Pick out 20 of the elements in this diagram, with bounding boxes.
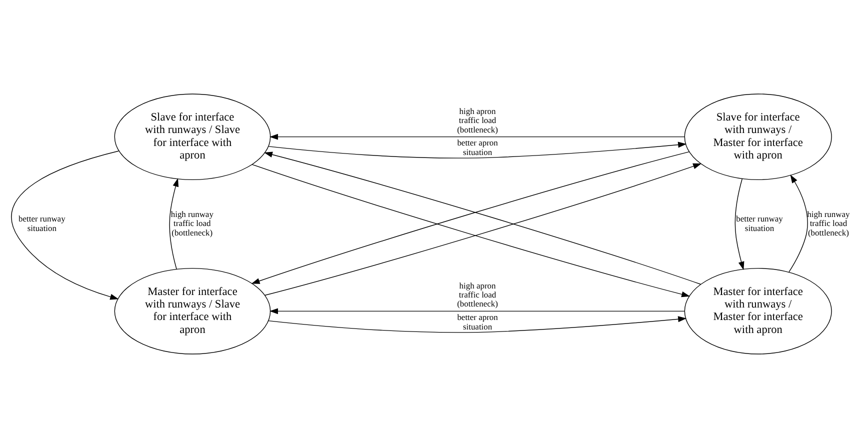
arrow xyxy=(734,178,744,270)
arrow xyxy=(269,308,685,314)
edge-label: better apron situation xyxy=(457,312,498,331)
node-ellipse: Master for interface with runways / Master for interface with apron xyxy=(684,267,832,354)
edge-label: high runway traffic load (bottleneck) xyxy=(170,208,214,237)
node-ellipse: Slave for interface with runways / Master for interface with apron xyxy=(684,93,832,180)
edge-label: high apron traffic load (bottleneck) xyxy=(457,280,498,308)
node-ellipse: Slave for interface with runways / Slave for interface with apron xyxy=(114,93,271,180)
edge-label: better runway situation xyxy=(18,213,66,232)
arrow xyxy=(788,174,808,272)
node-ellipse: Master for interface with runways / Slave for interface with apron xyxy=(114,267,271,354)
arrow xyxy=(11,150,120,300)
arrow xyxy=(268,141,687,158)
arrow xyxy=(169,178,179,269)
arrow xyxy=(268,316,687,332)
edge-label: better apron situation xyxy=(457,137,498,156)
edge-label: high apron traffic load (bottleneck) xyxy=(457,105,498,134)
edge-label: better runway situation xyxy=(736,213,783,232)
edge-label: high runway traffic load (bottleneck) xyxy=(807,208,850,237)
arrow xyxy=(269,133,685,140)
